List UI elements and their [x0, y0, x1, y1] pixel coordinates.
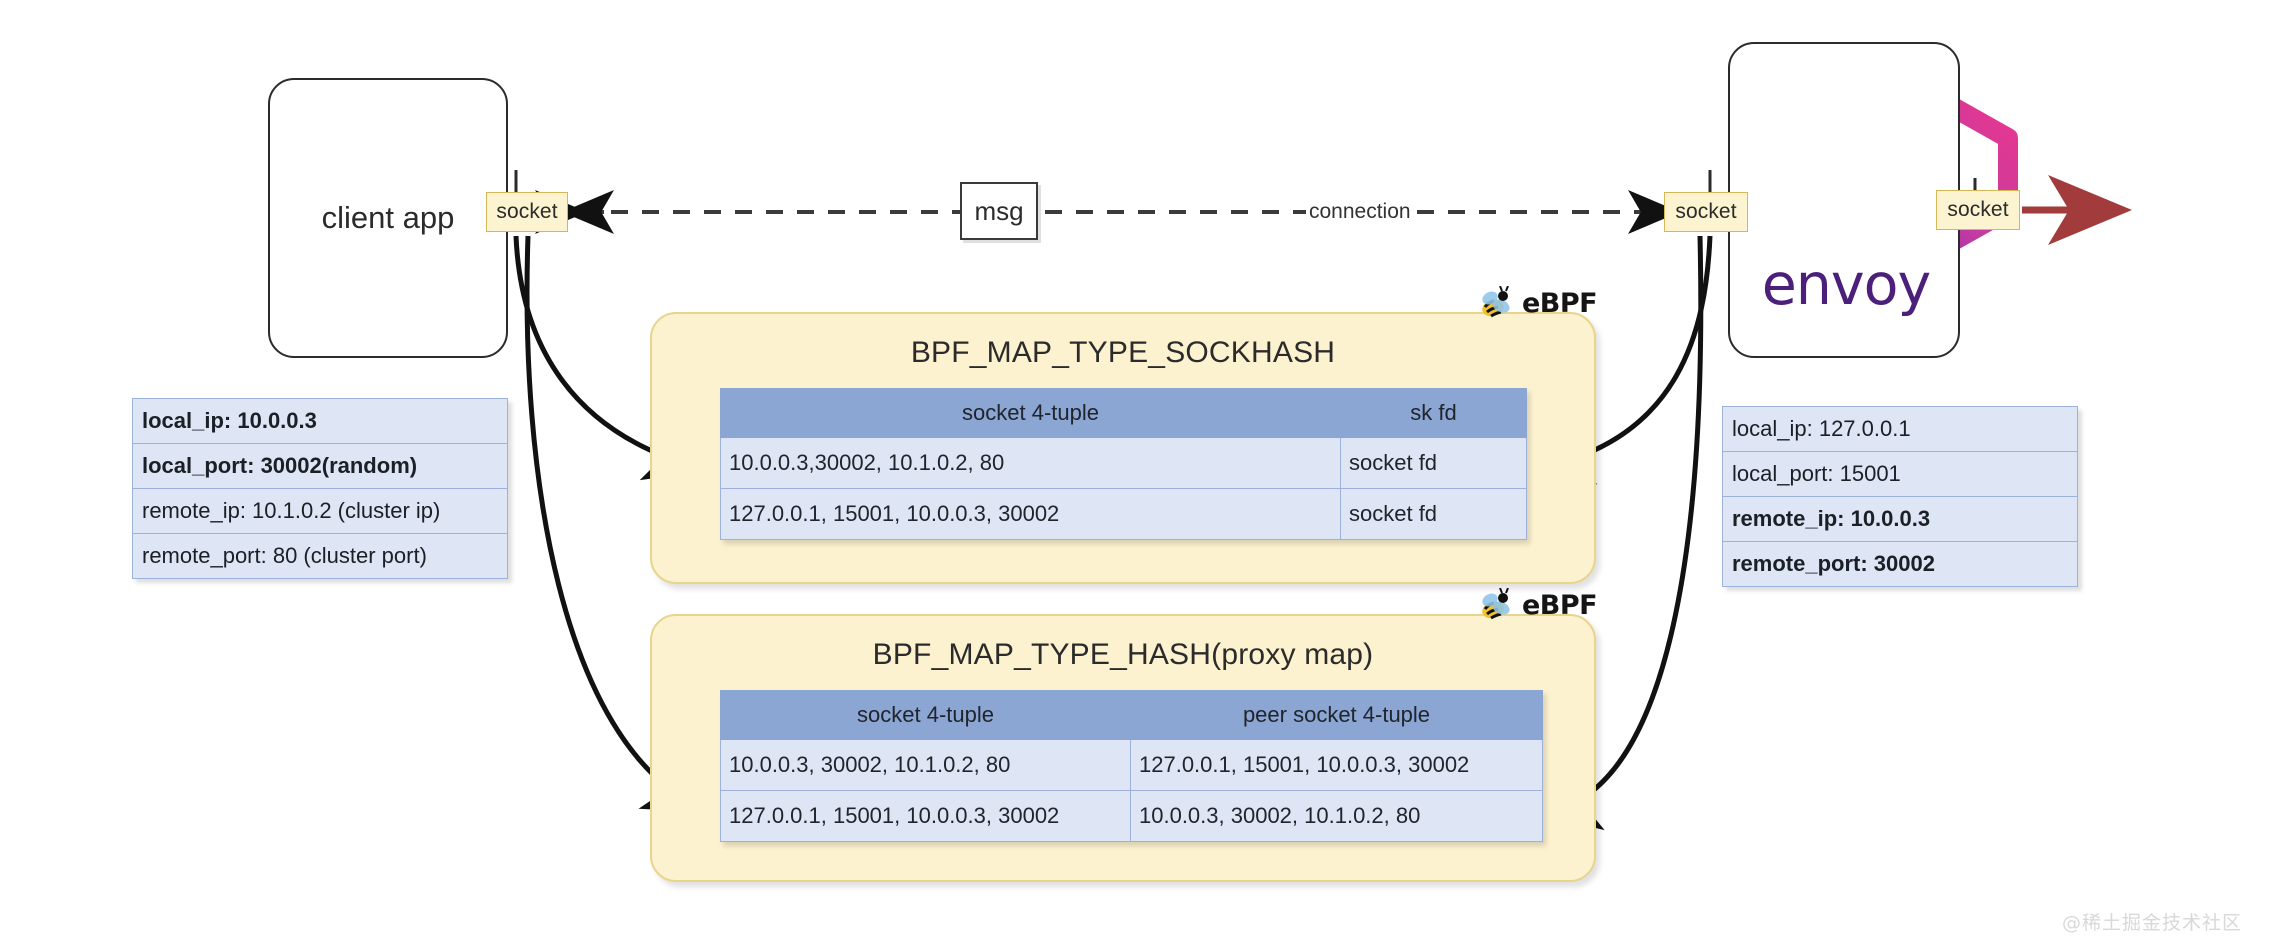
proxy-map-table: socket 4-tuple peer socket 4-tuple 10.0.… [720, 690, 1543, 842]
sockhash-map-title: BPF_MAP_TYPE_SOCKHASH [910, 336, 1336, 369]
envoy-wordmark: envoy [1761, 252, 1932, 318]
table-cell: 10.0.0.3,30002, 10.1.0.2, 80 [720, 437, 1341, 489]
table-cell: 127.0.0.1, 15001, 10.0.0.3, 30002 [1130, 739, 1543, 791]
info-row: local_port: 30002(random) [132, 443, 508, 489]
table-cell: socket fd [1340, 437, 1527, 489]
info-cell: remote_ip: 10.0.0.3 [1722, 496, 2078, 542]
table-cell: 127.0.0.1, 15001, 10.0.0.3, 30002 [720, 488, 1341, 540]
socket-chip-envoy-inbound[interactable]: socket [1664, 192, 1748, 232]
info-cell: remote_port: 30002 [1722, 541, 2078, 587]
column-header: socket 4-tuple [720, 690, 1131, 740]
socket-chip-client[interactable]: socket [486, 192, 568, 232]
info-row: local_ip: 127.0.0.1 [1722, 406, 2078, 452]
table-row: 127.0.0.1, 15001, 10.0.0.3, 30002 10.0.0… [720, 790, 1543, 842]
bee-icon [1482, 286, 1510, 318]
info-cell: local_port: 30002(random) [132, 443, 508, 489]
table-header-row: socket 4-tuple peer socket 4-tuple [720, 690, 1543, 740]
sockhash-table: socket 4-tuple sk fd 10.0.0.3,30002, 10.… [720, 388, 1527, 540]
watermark: @稀土掘金技术社区 [2062, 912, 2243, 934]
column-header: sk fd [1340, 388, 1527, 438]
envoy-socket-info-table: local_ip: 127.0.0.1 local_port: 15001 re… [1722, 406, 2078, 587]
table-row: 127.0.0.1, 15001, 10.0.0.3, 30002 socket… [720, 488, 1527, 540]
envoy-box: envoy [1728, 42, 1960, 358]
ebpf-badge-proxymap: eBPF [1480, 588, 1598, 622]
info-cell: local_ip: 10.0.0.3 [132, 398, 508, 444]
info-row: local_ip: 10.0.0.3 [132, 398, 508, 444]
info-cell: remote_ip: 10.1.0.2 (cluster ip) [132, 488, 508, 534]
proxy-map-title: BPF_MAP_TYPE_HASH(proxy map) [872, 638, 1374, 671]
table-row: 10.0.0.3,30002, 10.1.0.2, 80 socket fd [720, 437, 1527, 489]
column-header: peer socket 4-tuple [1130, 690, 1543, 740]
connection-label: connection [1306, 200, 1414, 224]
info-cell: remote_port: 80 (cluster port) [132, 533, 508, 579]
info-row: local_port: 15001 [1722, 451, 2078, 497]
envoy-info-rows: local_ip: 127.0.0.1 local_port: 15001 re… [1722, 406, 2078, 587]
socket-chip-envoy-outbound[interactable]: socket [1936, 190, 2020, 230]
table-cell: 10.0.0.3, 30002, 10.1.0.2, 80 [720, 739, 1131, 791]
client-info-rows: local_ip: 10.0.0.3 local_port: 30002(ran… [132, 398, 508, 579]
ebpf-badge-label: eBPF [1522, 287, 1598, 319]
ebpf-badge-label: eBPF [1522, 589, 1598, 621]
info-row: remote_ip: 10.0.0.3 [1722, 496, 2078, 542]
info-row: remote_port: 80 (cluster port) [132, 533, 508, 579]
column-header: socket 4-tuple [720, 388, 1341, 438]
info-row: remote_port: 30002 [1722, 541, 2078, 587]
table-cell: 10.0.0.3, 30002, 10.1.0.2, 80 [1130, 790, 1543, 842]
ebpf-badge-sockhash: eBPF [1480, 286, 1598, 320]
client-socket-info-table: local_ip: 10.0.0.3 local_port: 30002(ran… [132, 398, 508, 579]
table-cell: 127.0.0.1, 15001, 10.0.0.3, 30002 [720, 790, 1131, 842]
msg-box: msg [960, 182, 1038, 240]
table-cell: socket fd [1340, 488, 1527, 540]
client-app-label: client app [321, 200, 455, 235]
info-cell: local_port: 15001 [1722, 451, 2078, 497]
info-row: remote_ip: 10.1.0.2 (cluster ip) [132, 488, 508, 534]
bee-icon [1482, 588, 1510, 620]
table-row: 10.0.0.3, 30002, 10.1.0.2, 80 127.0.0.1,… [720, 739, 1543, 791]
table-header-row: socket 4-tuple sk fd [720, 388, 1527, 438]
info-cell: local_ip: 127.0.0.1 [1722, 406, 2078, 452]
client-app-box: client app [268, 78, 508, 358]
